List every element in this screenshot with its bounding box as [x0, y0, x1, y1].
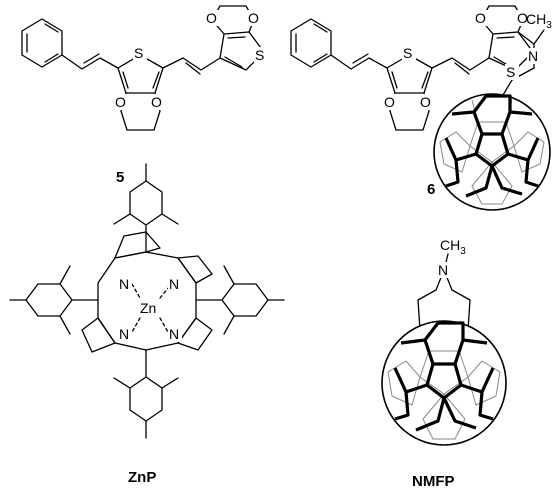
- pyrrole-ring: [177, 255, 213, 284]
- structure-zinc-porphyrin: N N N N Zn ZnP: [9, 163, 285, 486]
- fullerene-cage: [381, 320, 507, 446]
- nitrogen-atom-label: N: [119, 326, 129, 342]
- vinylene-bridge-1: [61, 54, 119, 70]
- sulfur-atom-label: S: [134, 45, 143, 61]
- n-methyl-bond: [533, 29, 545, 45]
- compound-label-nmfp: NMFP: [412, 473, 455, 490]
- vinylene-bridge-1: [330, 54, 388, 70]
- oxygen-atom-label: O: [475, 10, 486, 26]
- compound-label-znp: ZnP: [128, 469, 156, 486]
- pyrrole-ring: [177, 317, 213, 351]
- oxygen-atom-label: O: [151, 94, 162, 110]
- methyl-group-label: CH3: [526, 11, 552, 31]
- oxygen-atom-label: O: [384, 94, 395, 110]
- fullerene-cage: [433, 93, 551, 211]
- oxygen-atom-label: O: [115, 94, 126, 110]
- vinylene-bridge-2: [431, 57, 490, 71]
- nitrogen-atom-label: N: [119, 276, 129, 292]
- pyrrolidine-ring: [499, 31, 535, 101]
- sulfur-atom-label: S: [506, 64, 515, 80]
- compound-label-5: 5: [116, 169, 124, 186]
- pyrrole-ring: [114, 231, 161, 259]
- oxygen-atom-label: O: [206, 10, 217, 26]
- phenyl-ring: [21, 18, 63, 68]
- zinc-atom-label: Zn: [140, 300, 156, 316]
- sulfur-atom-label: S: [255, 47, 264, 63]
- mesityl-group: [195, 265, 285, 335]
- structure-nmfp: N CH3 NMFP: [381, 237, 507, 490]
- sulfur-atom-label: S: [403, 45, 412, 61]
- nitrogen-atom-label: N: [528, 48, 538, 64]
- nitrogen-atom-label: N: [438, 262, 448, 278]
- mesityl-group: [113, 163, 179, 253]
- compound-label-6: 6: [427, 181, 435, 198]
- pyrrole-ring: [81, 317, 116, 353]
- structure-compound-6: S O O O O S N CH3: [290, 5, 552, 211]
- mesityl-group: [9, 265, 99, 335]
- structure-compound-5: S O O O O S 5: [21, 5, 268, 186]
- phenyl-ring: [290, 18, 332, 68]
- thiophene-ring-2: [219, 31, 265, 71]
- oxygen-atom-label: O: [517, 10, 528, 26]
- oxygen-atom-label: O: [420, 94, 431, 110]
- mesityl-group: [113, 349, 179, 439]
- nitrogen-atom-label: N: [169, 326, 179, 342]
- oxygen-atom-label: O: [248, 10, 259, 26]
- vinylene-bridge-2: [162, 57, 221, 71]
- methyl-group-label: CH3: [440, 237, 466, 257]
- nitrogen-atom-label: N: [169, 276, 179, 292]
